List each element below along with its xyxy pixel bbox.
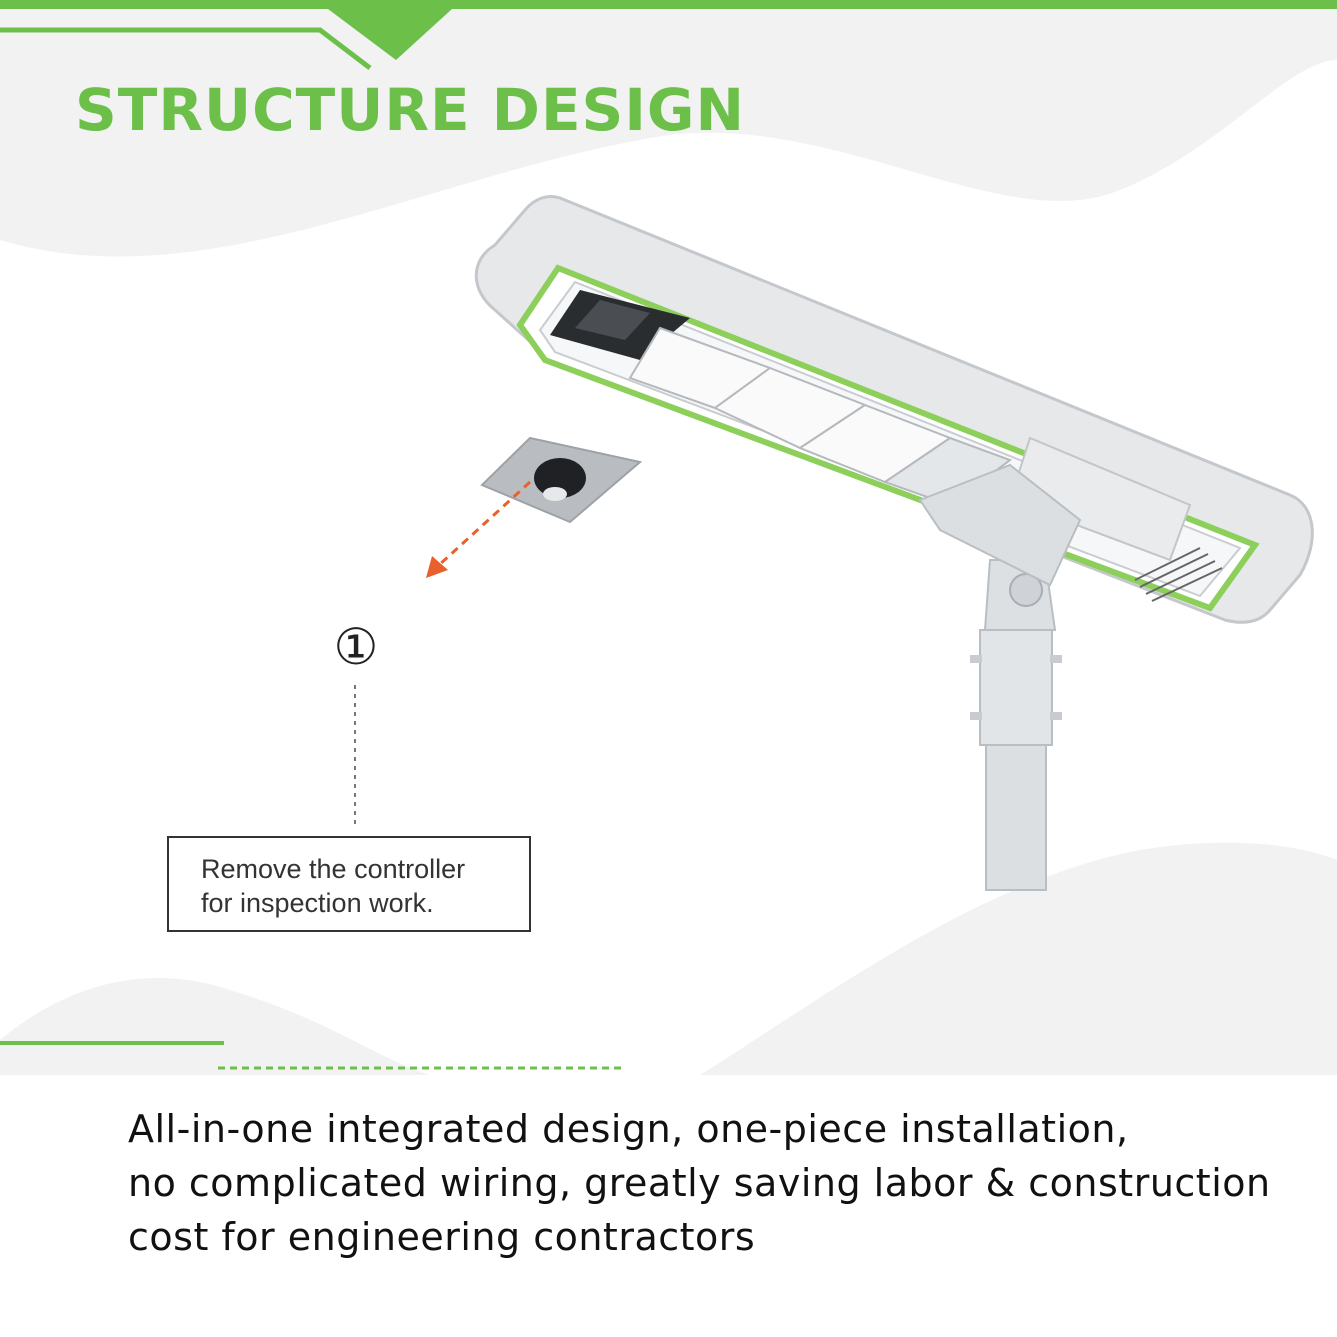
description-text: All-in-one integrated design, one-piece … <box>128 1102 1318 1264</box>
top-accent-bar <box>0 0 1337 9</box>
callout-box: Remove the controller for inspection wor… <box>167 836 531 932</box>
description-line-3: cost for engineering contractors <box>128 1215 756 1259</box>
description-line-2: no complicated wiring, greatly saving la… <box>128 1161 1271 1205</box>
callout-line-2: for inspection work. <box>201 888 434 918</box>
page-title: STRUCTURE DESIGN <box>75 76 746 144</box>
footer-decoration <box>0 1041 625 1070</box>
step-number: ① <box>333 618 379 676</box>
removal-arrow <box>426 480 532 578</box>
callout-line-1: Remove the controller <box>201 854 466 884</box>
description-line-1: All-in-one integrated design, one-piece … <box>128 1107 1129 1151</box>
controller-module <box>480 436 643 524</box>
header-decoration <box>0 9 452 70</box>
illustration-area: STRUCTURE DESIGN ① Remove the controller… <box>0 0 1337 1075</box>
pole <box>970 559 1062 891</box>
lamp-housing <box>474 195 1314 624</box>
lamp-illustration <box>0 9 1314 1070</box>
